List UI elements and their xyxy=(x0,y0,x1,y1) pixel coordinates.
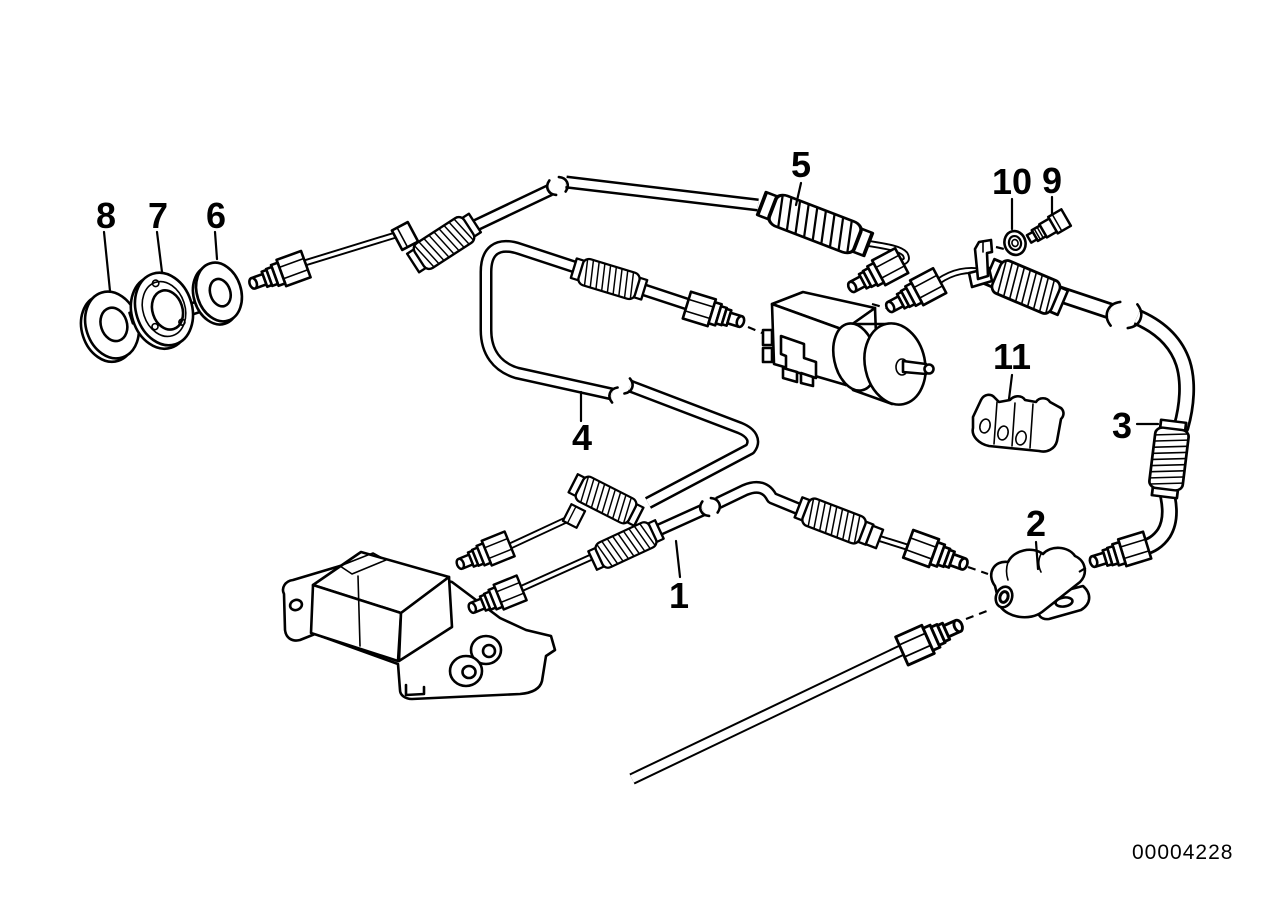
part-2-connector xyxy=(989,546,1091,621)
callout-3[interactable]: 3 xyxy=(1111,405,1133,446)
part-9-bolt xyxy=(1023,208,1073,249)
part-7-bearing-flange xyxy=(128,271,202,350)
callout-6[interactable]: 6 xyxy=(205,195,227,236)
solenoid-actuator xyxy=(761,290,935,406)
callout-1[interactable]: 1 xyxy=(668,575,690,616)
part-10-washer xyxy=(1003,229,1027,257)
callout-5[interactable]: 5 xyxy=(790,144,812,185)
callout-10[interactable]: 10 xyxy=(991,161,1033,202)
callout-2[interactable]: 2 xyxy=(1025,503,1047,544)
callout-9[interactable]: 9 xyxy=(1041,160,1063,201)
doc-number: 00004228 xyxy=(1132,841,1234,864)
part-11-cable-clip xyxy=(971,393,1065,453)
assembly-dashes xyxy=(747,245,1088,621)
part-3-hose xyxy=(1053,284,1196,556)
throttle-actuator-block xyxy=(281,550,557,701)
mounting-bracket xyxy=(967,238,994,289)
callout-11[interactable]: 11 xyxy=(992,336,1032,377)
part-4-bowden-cable xyxy=(479,239,760,551)
callout-7[interactable]: 7 xyxy=(147,195,169,236)
part-6-washer xyxy=(191,261,244,326)
lower-cable xyxy=(629,644,905,785)
callout-leaders xyxy=(102,181,1160,579)
callout-8[interactable]: 8 xyxy=(95,195,117,236)
callout-4[interactable]: 4 xyxy=(571,417,593,458)
